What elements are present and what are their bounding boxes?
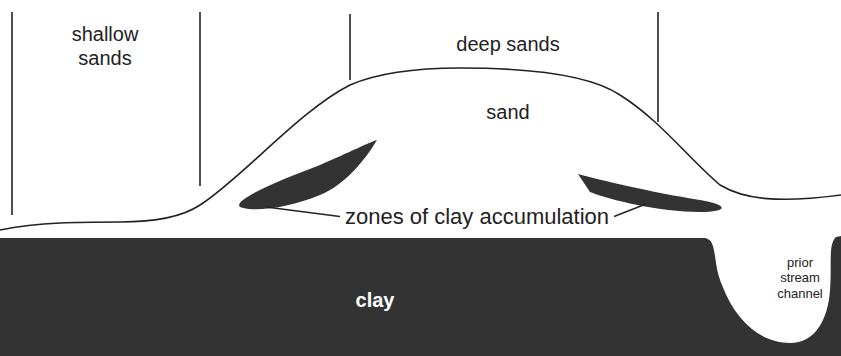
- callout-label: zones of clay accumulation: [297, 204, 657, 230]
- channel-label: prior stream channel: [768, 255, 832, 302]
- layer-label: clay: [315, 288, 435, 312]
- clay-lens: [239, 140, 377, 209]
- zone-label: shallow sands: [45, 22, 165, 70]
- channel-region: prior stream channel: [760, 260, 840, 332]
- leader-line: [266, 207, 340, 217]
- zone-divider: [11, 12, 13, 215]
- clay-layer: [0, 236, 841, 356]
- zone-label: deep sands: [408, 32, 608, 56]
- clay-region: clay prior stream channel: [0, 238, 841, 356]
- zone-divider: [349, 14, 351, 80]
- leader-line: [614, 204, 646, 217]
- zone-divider: [657, 12, 659, 122]
- material-label: sand: [458, 100, 558, 124]
- ground-surface: [0, 68, 841, 230]
- zone-divider: [199, 12, 201, 186]
